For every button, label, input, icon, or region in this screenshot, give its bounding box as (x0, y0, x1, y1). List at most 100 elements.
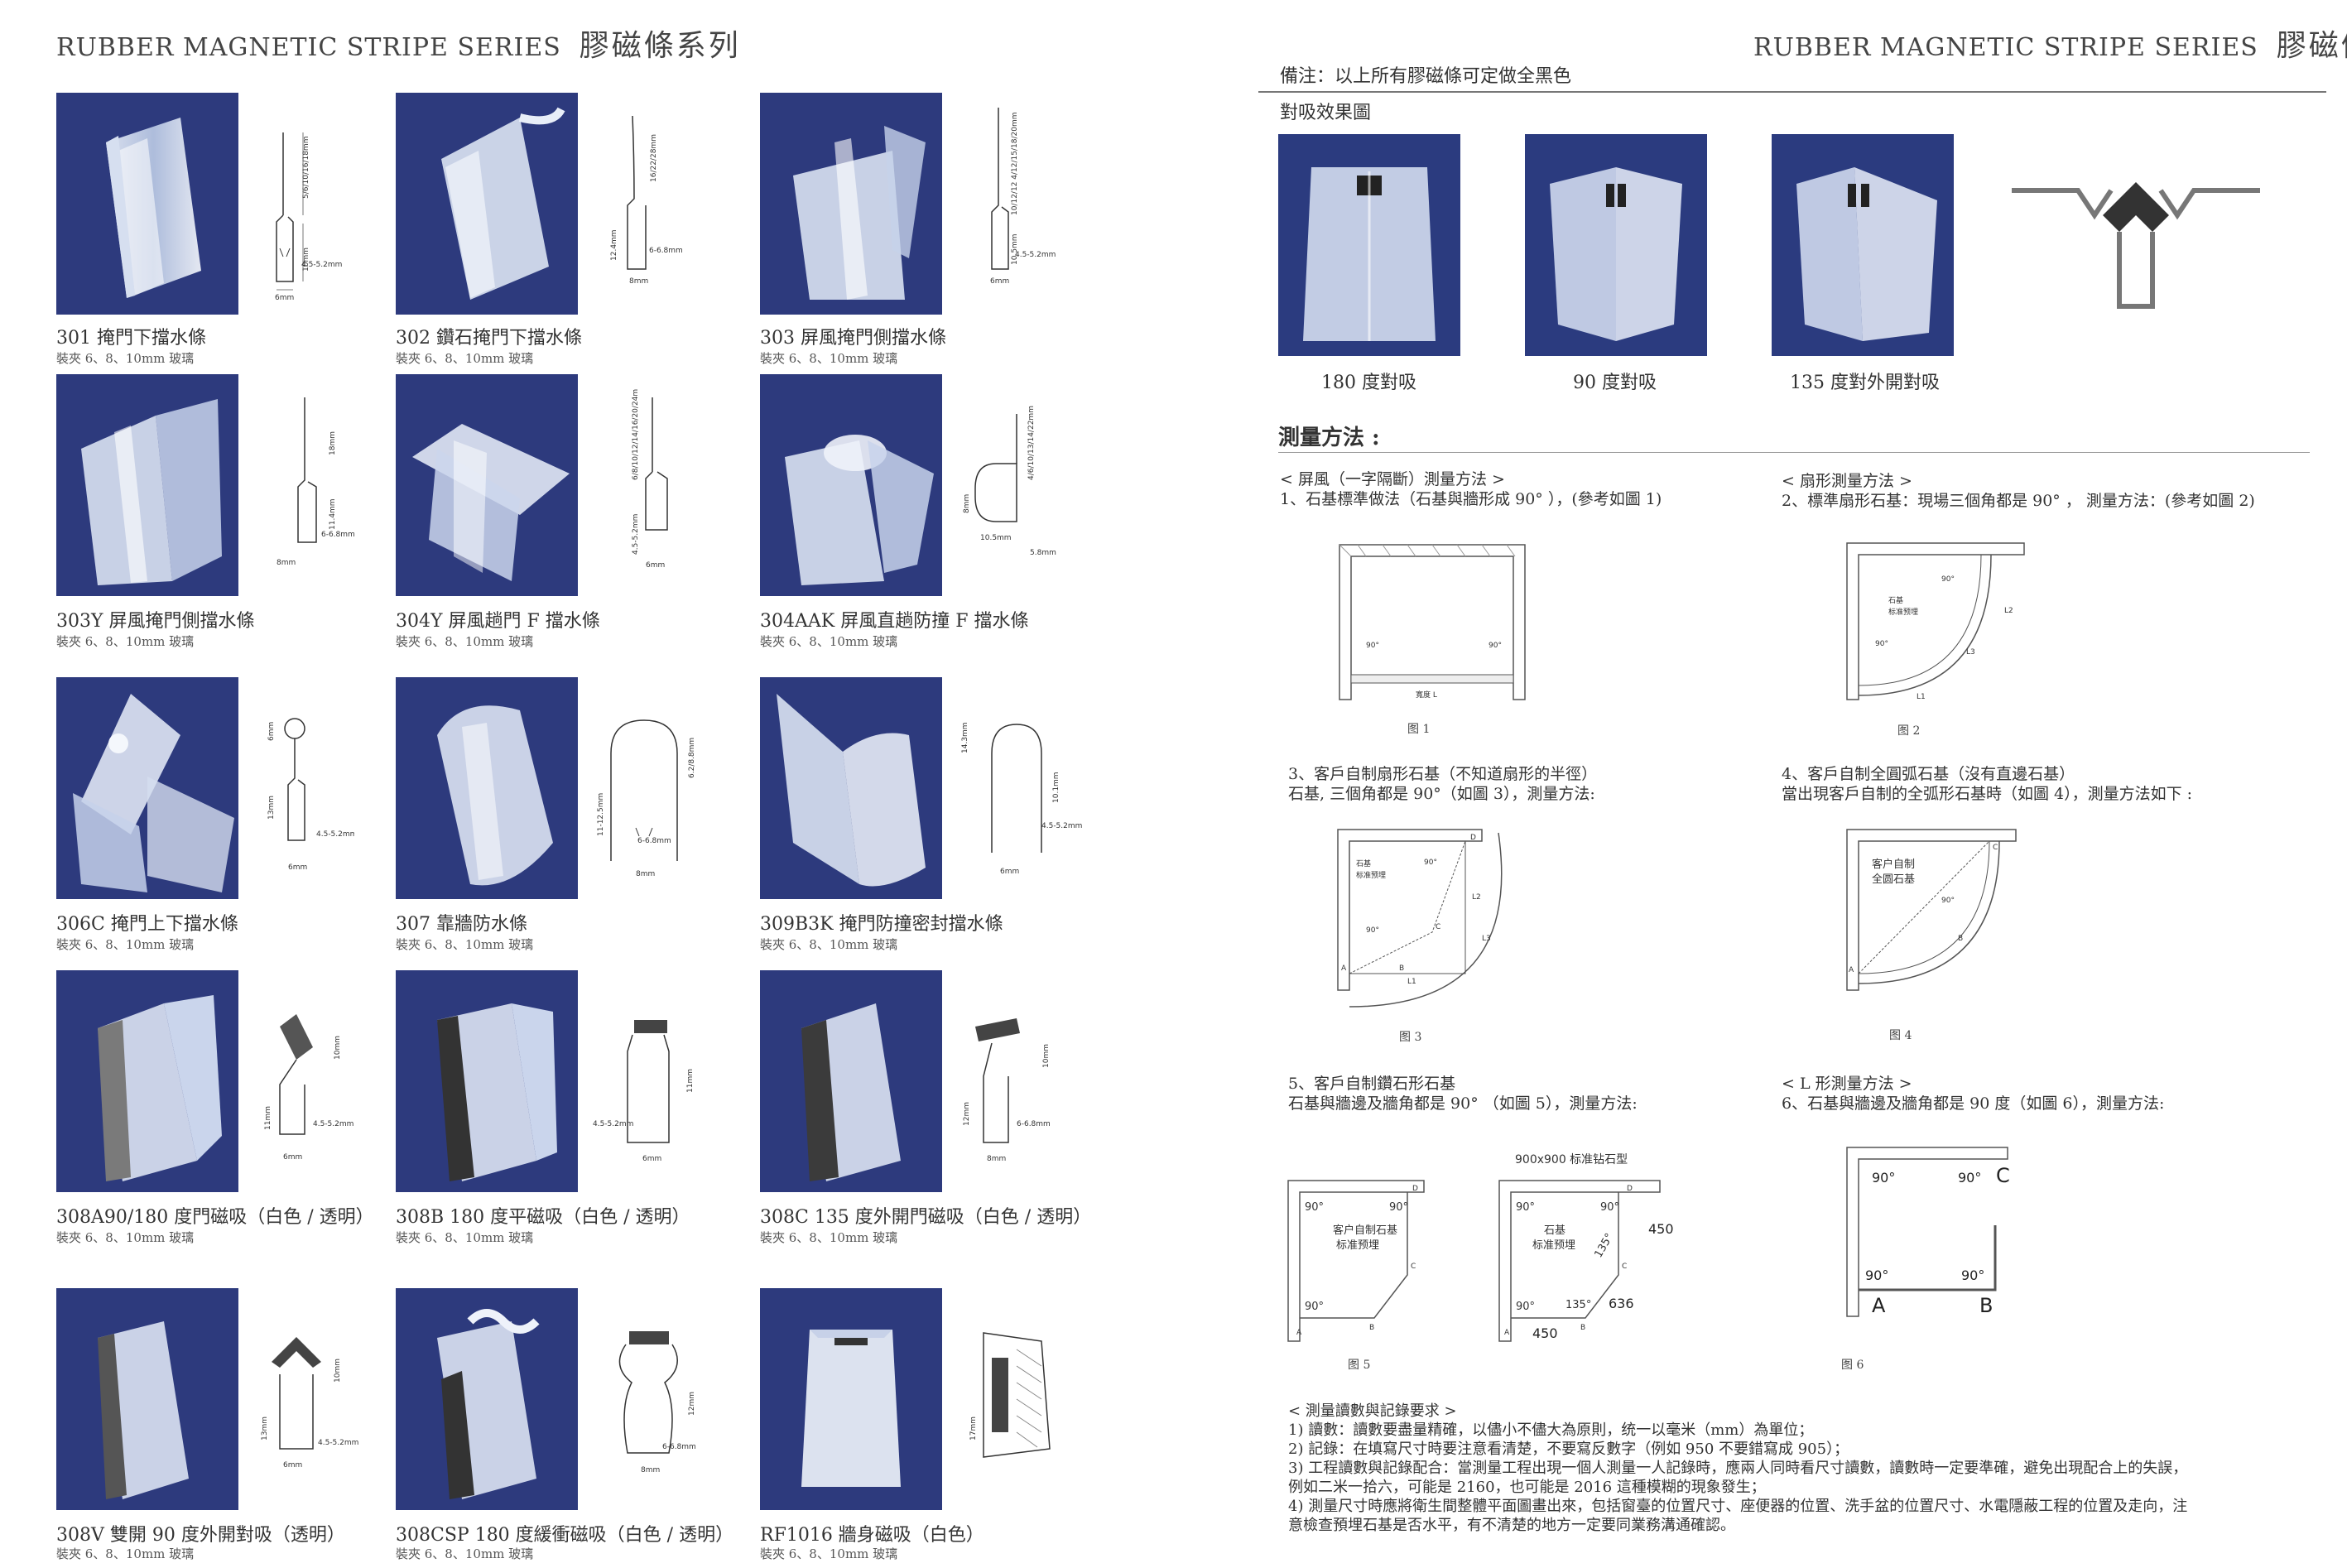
drawing-303: 10/12/12 4/12/15/18/20mm 10.5mm 4.5-5.2m… (990, 108, 1056, 286)
dim-303-width: 6mm (990, 277, 1009, 286)
dim-308a-mag: 10mm (334, 1036, 342, 1060)
dim-308b-height: 11mm (686, 1069, 695, 1093)
fig3-point-c: C (1436, 923, 1440, 931)
product-glass-308v: 裝夾 6、8、10mm 玻璃 (56, 1546, 195, 1561)
requirement-2: 2) 記錄：在填寫尺寸時要注意看清楚，不要寫反數字（例如 950 不要錯寫成 9… (1288, 1441, 1849, 1458)
figure-5: 客户自制石基 标准预埋 90° 90° 90° A B C D (1287, 1180, 1425, 1342)
dim-304aak-bulb: 10.5mm (980, 534, 1012, 542)
dim-308v-mag: 10mm (334, 1359, 342, 1383)
section6-text: 6、石基與牆邊及牆角都是 90 度（如圖 6），測量方法: (1782, 1094, 2165, 1113)
fig5-angle-bl: 90° (1305, 1301, 1324, 1313)
product-glass-302: 裝夾 6、8、10mm 玻璃 (396, 351, 534, 366)
fig3-label: 图 3 (1399, 1031, 1422, 1044)
fig3-l3: L3 (1482, 935, 1491, 943)
figure-diamond-standard: 石基 标准预埋 90° 90° 90° 135° 135° 450 450 63… (1498, 1180, 1674, 1342)
dim-304y-width: 6mm (646, 561, 665, 570)
fig4-point-a: A (1849, 966, 1854, 974)
dim-308a-gap: 4.5-5.2mm (313, 1120, 353, 1128)
product-name-303: 303 屏風掩門側擋水條 (760, 328, 946, 349)
fig5-label2: 标准预埋 (1336, 1239, 1379, 1252)
section1-text: 1、石基標準做法（石基與牆形成 90° ），(參考如圖 1) (1280, 490, 1662, 508)
measure-title: 測量方法 : (1278, 426, 1380, 450)
product-photo-308a (56, 970, 238, 1192)
fig5b-label1: 石基 (1544, 1224, 1565, 1237)
effect-cross-section-drawing (2012, 182, 2260, 309)
dim-302-height: 16/22/28mm (650, 134, 658, 182)
product-photo-309b3k (760, 677, 942, 899)
fig4-label1: 客户自制 (1872, 858, 1915, 871)
fig4-label2: 全圆石基 (1872, 873, 1915, 886)
left-title-zh: 膠磁條系列 (579, 29, 741, 63)
product-photo-307 (396, 677, 578, 899)
requirement-3: 3) 工程讀數與記錄配合：當測量工程出現一個人測量一人記錄時，應兩人同時看尺寸讀… (1288, 1460, 2188, 1477)
fig3-point-b: B (1399, 964, 1404, 973)
effect-photo-180 (1278, 134, 1460, 356)
drawing-301: 5/6/10/16/18mm 10mm 4.5-5.2mm 6mm (275, 132, 342, 302)
fig5b-point-d: D (1627, 1185, 1633, 1193)
fig5b-dim-450-side: 450 (1648, 1221, 1674, 1237)
product-glass-308b: 裝夾 6、8、10mm 玻璃 (396, 1230, 534, 1245)
color-note: 備注：以上所有膠磁條可定做全黑色 (1280, 66, 1572, 87)
fig3-l1: L1 (1407, 978, 1416, 986)
fig5b-dim-636: 636 (1609, 1296, 1634, 1311)
dim-303y-gap: 6-6.8mm (321, 531, 355, 539)
product-photo-304y (396, 374, 578, 596)
product-name-308v: 308V 雙開 90 度外開對吸（透明） (56, 1525, 345, 1546)
dim-308csp-width: 8mm (641, 1466, 660, 1474)
fig6-label: 图 6 (1841, 1359, 1864, 1372)
dim-308csp-gap: 6-6.8mm (662, 1443, 696, 1451)
dim-304aak-depth: 8mm (963, 494, 971, 513)
drawing-304aak: 4/6/10/13/14/22mm 8mm 10.5mm 5.8mm (963, 406, 1056, 557)
dim-306c-bulb: 6mm (267, 722, 276, 741)
figure-6: 90° 90° 90° 90° C A B (1846, 1147, 2010, 1317)
dim-309-width: 6mm (1000, 868, 1019, 876)
product-photo-308c (760, 970, 942, 1192)
drawing-306c: 6mm 13mm 4.5-5.2mm 6mm (267, 718, 354, 872)
dim-308v-width: 6mm (283, 1461, 302, 1469)
product-glass-308a: 裝夾 6、8、10mm 玻璃 (56, 1230, 195, 1245)
fig3-stone-label: 石基 (1356, 859, 1371, 868)
drawing-308a: 10mm 11mm 4.5-5.2mm 6mm (264, 1014, 353, 1162)
product-glass-304y: 裝夾 6、8、10mm 玻璃 (396, 634, 534, 649)
fig2-angle-left: 90° (1875, 640, 1888, 648)
dim-303y-base: 11.4mm (329, 498, 337, 530)
section4-text2: 當出現客戶自制的全弧形石基時（如圖 4），測量方法如下 : (1782, 785, 2193, 803)
product-photo-303 (760, 93, 942, 315)
fig3-point-d: D (1470, 834, 1476, 842)
dim-302-width: 8mm (629, 277, 648, 286)
fig4-label: 图 4 (1889, 1029, 1912, 1042)
dim-304y-gap: 4.5-5.2mm (632, 514, 640, 555)
fig3-stone-label2: 标准预埋 (1356, 870, 1386, 880)
dim-309-gap: 4.5-5.2mm (1041, 822, 1082, 830)
fig5b-angle-tr: 90° (1600, 1201, 1619, 1214)
fig3-l2: L2 (1472, 893, 1481, 902)
fig6-angle-bl: 90° (1865, 1267, 1888, 1283)
product-glass-301: 裝夾 6、8、10mm 玻璃 (56, 351, 195, 366)
fig6-point-b: B (1979, 1294, 1993, 1317)
product-name-309b3k: 309B3K 掩門防撞密封擋水條 (760, 914, 1003, 935)
product-glass-307: 裝夾 6、8、10mm 玻璃 (396, 937, 534, 952)
product-photo-308csp (396, 1288, 578, 1510)
drawing-302: 16/22/28mm 12.4mm 6-6.8mm 8mm (610, 115, 683, 286)
dim-308v-height: 13mm (261, 1416, 269, 1441)
left-title-en: RUBBER MAGNETIC STRIPE SERIES (56, 33, 561, 62)
dim-306c-height: 13mm (267, 796, 276, 820)
fig6-angle-tr: 90° (1958, 1170, 1981, 1186)
product-photo-rf1016 (760, 1288, 942, 1510)
product-glass-303y: 裝夾 6、8、10mm 玻璃 (56, 634, 195, 649)
product-glass-304aak: 裝夾 6、8、10mm 玻璃 (760, 634, 898, 649)
product-glass-308csp: 裝夾 6、8、10mm 玻璃 (396, 1546, 534, 1561)
fig4-angle: 90° (1941, 897, 1955, 905)
figure-1: 90° 90° 寬度 L (1339, 544, 1526, 700)
dim-303y-height: 18mm (329, 431, 337, 455)
product-photo-308v (56, 1288, 238, 1510)
fig2-stone-label: 石基 (1888, 595, 1903, 605)
dim-rf1016-height: 17mm (969, 1416, 978, 1441)
drawing-303y: 18mm 11.4mm 6-6.8mm 8mm (277, 397, 355, 567)
drawing-308b: 11mm 4.5-5.2mm 6mm (593, 1020, 695, 1163)
product-name-308c: 308C 135 度外開門磁吸（白色 / 透明） (760, 1207, 1092, 1228)
fig2-stone-label2: 标准预埋 (1888, 607, 1918, 617)
product-name-rf1016: RF1016 牆身磁吸（白色） (760, 1525, 984, 1546)
product-name-301: 301 掩門下擋水條 (56, 328, 206, 349)
dim-303y-width: 8mm (277, 559, 296, 567)
